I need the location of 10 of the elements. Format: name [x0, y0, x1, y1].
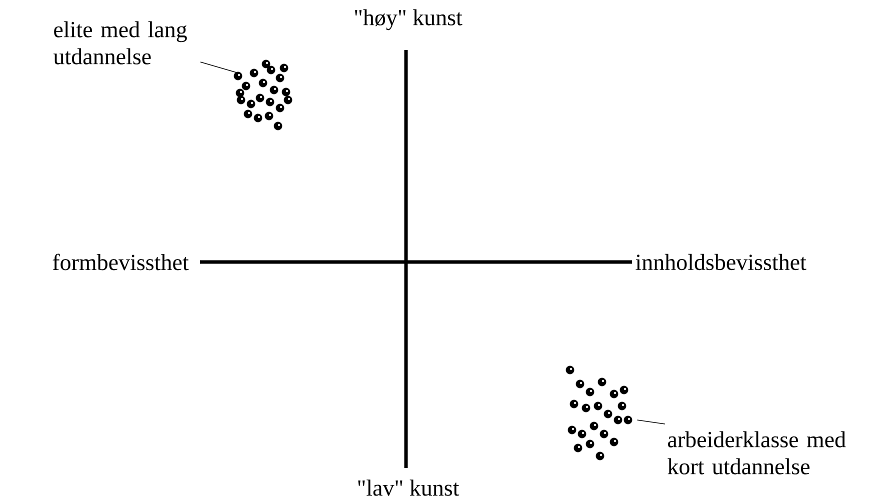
axis-label: "høy" kunst: [355, 9, 462, 30]
axis-label: formbevissthet: [52, 254, 189, 270]
dot-cluster: [234, 60, 292, 130]
cluster-label: elite med lang utdannelse: [54, 21, 187, 64]
axis-label: innholdsbevissthet: [636, 254, 806, 270]
leader-line: [200, 62, 242, 74]
axis-label: "lav" kunst: [358, 480, 460, 496]
dot-cluster: [566, 366, 632, 460]
cluster-label: arbeiderklasse med kort utdannelse: [668, 431, 846, 474]
leader-line: [636, 420, 666, 424]
